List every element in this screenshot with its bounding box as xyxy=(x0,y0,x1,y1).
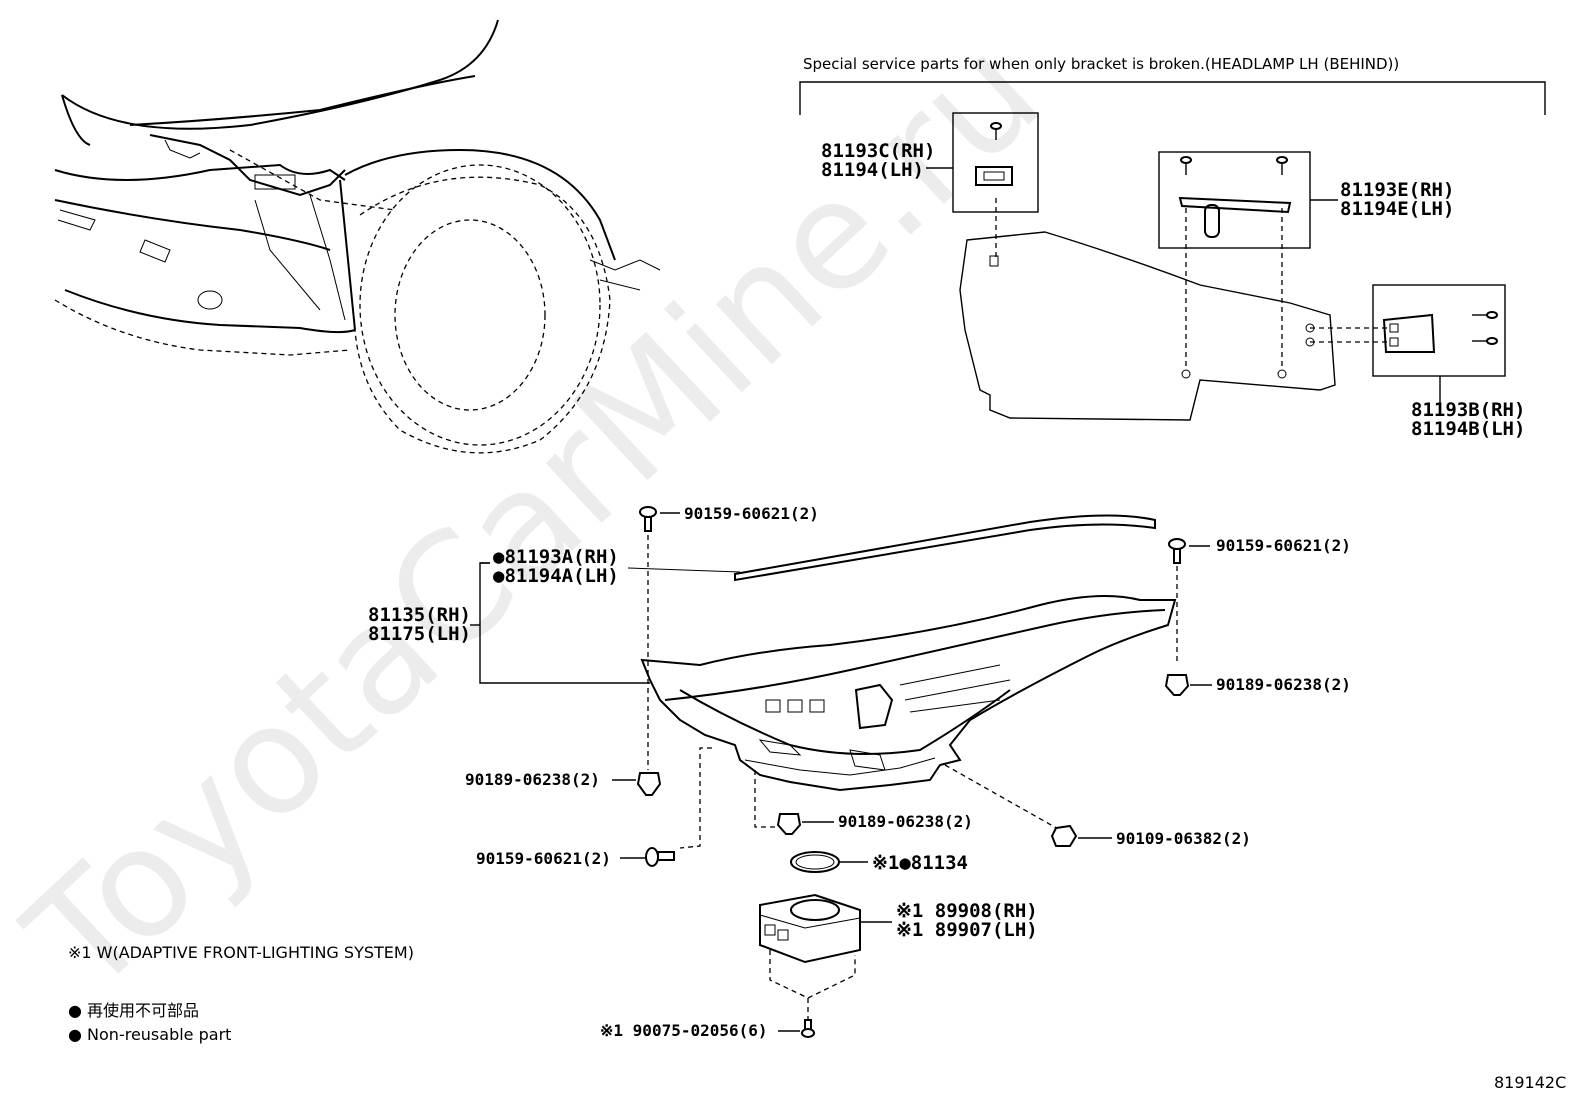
note-non-reusable-jp: ● 再使用不可部品 xyxy=(68,1001,199,1020)
callout-81193a: ●81193A(RH) xyxy=(493,546,619,568)
headlamp-trim-strip xyxy=(734,514,1156,582)
note-non-reusable-en: ● Non-reusable part xyxy=(68,1025,231,1044)
callout-bracket xyxy=(479,562,650,684)
callout-81175: 81175(LH) xyxy=(368,623,471,645)
callout-module-rh: ※1 89908(RH) xyxy=(896,900,1038,922)
vehicle-front-illustration xyxy=(54,19,661,454)
callout-screw-module: ※1 90075-02056(6) xyxy=(600,1021,768,1040)
screw-icon xyxy=(990,122,1002,140)
callout-81193e: 81193E(RH) xyxy=(1340,179,1454,201)
bracket-b-box xyxy=(1372,284,1506,377)
bracket-c-icon xyxy=(975,166,1013,186)
callout-81193b: 81193B(RH) xyxy=(1411,399,1525,421)
callout-screw-lower-left: 90159-60621(2) xyxy=(476,849,611,868)
callout-bolt-right: 90109-06382(2) xyxy=(1116,829,1251,848)
gasket-icon xyxy=(790,851,840,873)
callout-clip-right: 90189-06238(2) xyxy=(1216,675,1351,694)
callout-screw-top-left: 90159-60621(2) xyxy=(684,504,819,523)
callout-81194a: ●81194A(LH) xyxy=(493,565,619,587)
control-module-icon xyxy=(759,893,861,964)
bolt-icon xyxy=(1050,824,1078,847)
callout-module-lh: ※1 89907(LH) xyxy=(896,919,1038,941)
callout-81135: 81135(RH) xyxy=(368,604,471,626)
clip-icon xyxy=(776,813,802,835)
special-service-title: Special service parts for when only brac… xyxy=(803,55,1399,73)
screw-icon xyxy=(1168,538,1186,564)
bracket-e-icon xyxy=(1178,196,1292,238)
bracket-b-icon xyxy=(1382,313,1436,353)
clip-icon xyxy=(636,772,662,796)
callout-clip-left: 90189-06238(2) xyxy=(465,770,600,789)
bracket-c-box xyxy=(952,112,1039,213)
callout-screw-top-right: 90159-60621(2) xyxy=(1216,536,1351,555)
headlamp-assembly xyxy=(640,595,1177,792)
screw-icon xyxy=(801,1019,815,1038)
callout-81194b: 81194B(LH) xyxy=(1411,418,1525,440)
figure-id: 819142C xyxy=(1494,1073,1566,1092)
callout-gasket: ※1●81134 xyxy=(872,852,968,874)
note-afs: ※1 W(ADAPTIVE FRONT-LIGHTING SYSTEM) xyxy=(68,943,414,962)
callout-81194: 81194(LH) xyxy=(821,159,924,181)
screw-icon xyxy=(1472,311,1498,345)
screw-icon xyxy=(645,847,675,867)
callout-clip-bottom: 90189-06238(2) xyxy=(838,812,973,831)
screw-icon xyxy=(639,506,657,532)
special-service-bracket xyxy=(799,81,1546,115)
callout-81194e: 81194E(LH) xyxy=(1340,198,1454,220)
headlamp-rear-outline xyxy=(959,231,1336,421)
clip-icon xyxy=(1164,674,1190,696)
screw-icon xyxy=(1180,156,1288,175)
callout-81193c: 81193C(RH) xyxy=(821,140,935,162)
